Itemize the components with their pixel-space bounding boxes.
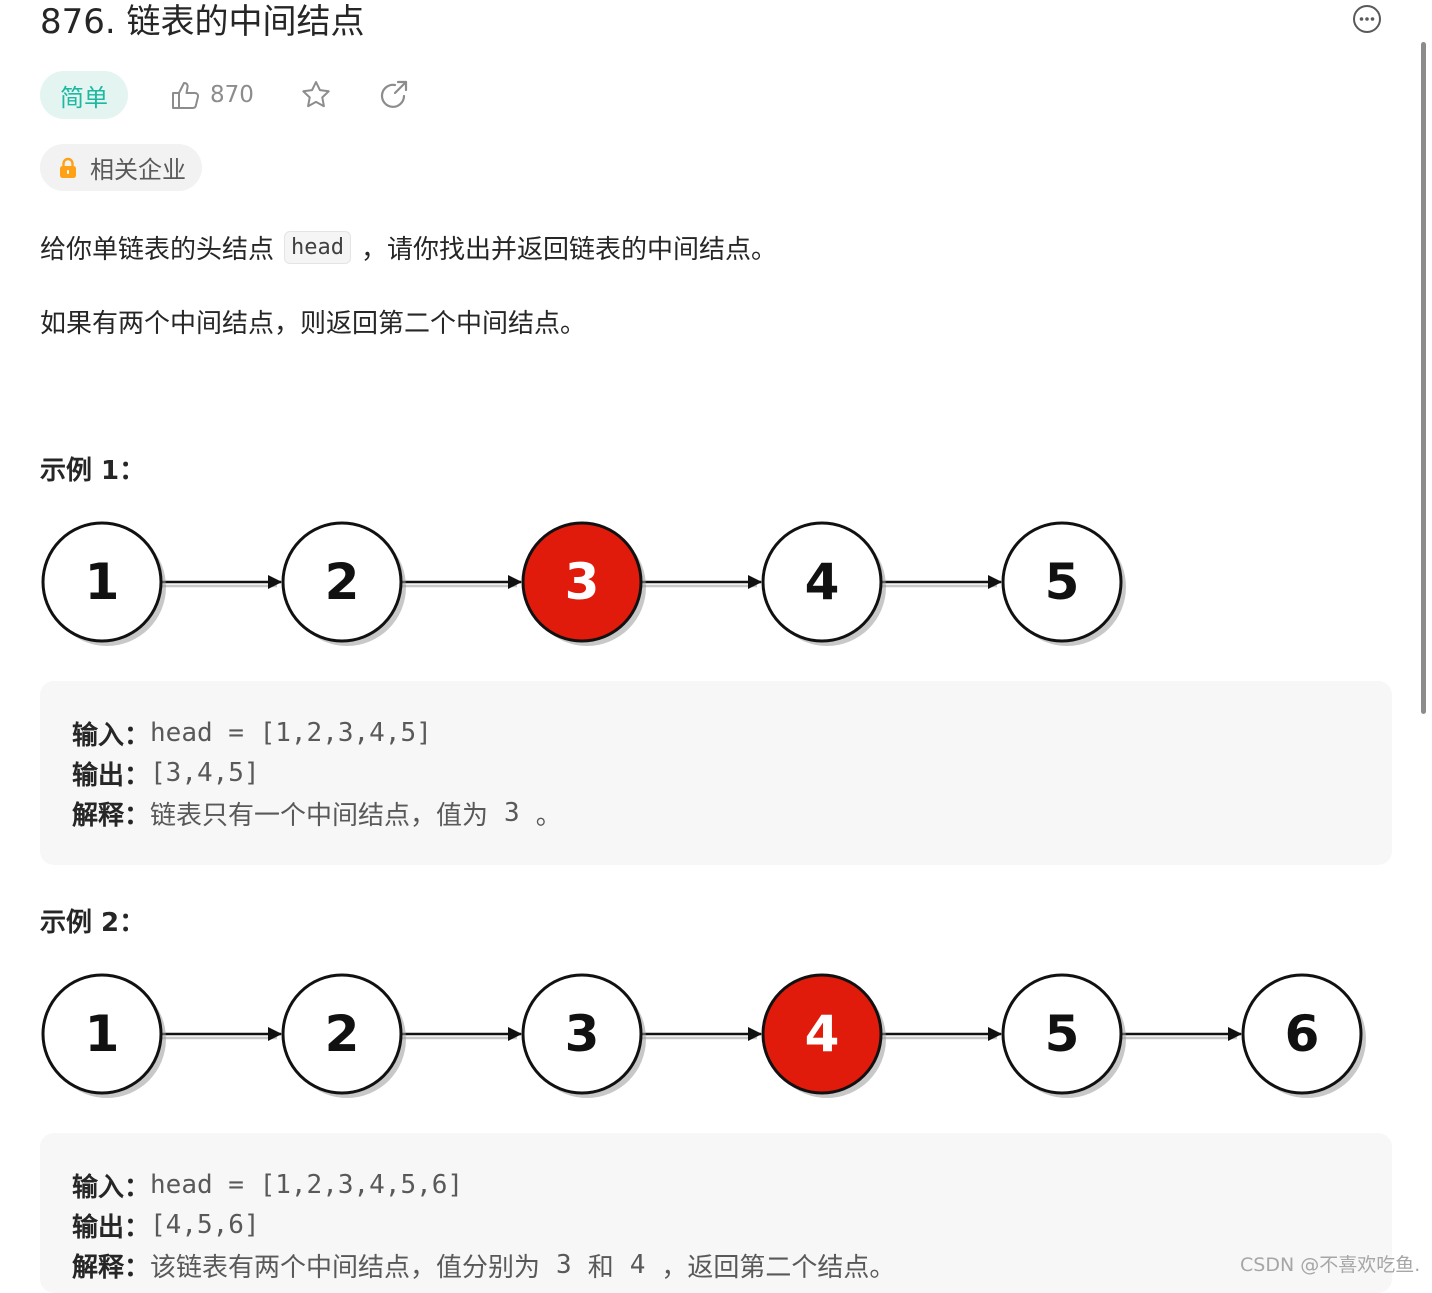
list-node-value: 5 [1045, 553, 1080, 611]
example-1-linked-list-diagram: 1 2 3 4 5 [41, 521, 1126, 646]
example-2-box: 输入： head = [1,2,3,4,5,6] 输出： [4,5,6] 解释：… [40, 1133, 1392, 1293]
output-value: [3,4,5] [150, 758, 260, 788]
list-node-value: 2 [325, 1005, 360, 1063]
lock-icon [60, 157, 76, 178]
output-value: [4,5,6] [150, 1210, 260, 1240]
list-node-value: 5 [1045, 1005, 1080, 1063]
explain-code: 4 [629, 1250, 646, 1280]
more-icon [1353, 5, 1381, 33]
input-value: head = [1,2,3,4,5,6] [150, 1170, 464, 1200]
list-node-highlighted: 4 [761, 973, 886, 1098]
vertical-scrollbar[interactable] [1421, 42, 1426, 714]
example-1-title: 示例 1： [40, 456, 146, 486]
difficulty-badge: 简单 [40, 71, 128, 119]
example-1-explain-line: 解释： 链表只有一个中间结点，值为 3 。 [72, 793, 1392, 833]
example-1-output-line: 输出： [3,4,5] [72, 753, 1392, 793]
description-paragraph-1: 给你单链表的头结点 head ，请你找出并返回链表的中间结点。 [40, 224, 777, 270]
list-node-value: 3 [565, 553, 600, 611]
more-options-button[interactable] [1352, 4, 1382, 34]
inline-code-head: head [284, 230, 351, 264]
page-title: 876. 链表的中间结点 [40, 2, 365, 42]
explain-text: 链表只有一个中间结点，值为 [150, 800, 489, 831]
problem-meta-row: 简单 870 [40, 71, 410, 119]
list-node-value: 4 [805, 553, 840, 611]
list-node: 1 [41, 973, 166, 1098]
related-companies-label: 相关企业 [90, 156, 186, 184]
list-node: 2 [281, 521, 406, 646]
share-button[interactable] [378, 79, 410, 111]
explain-text: 该链表有两个中间结点，值分别为 [150, 1252, 541, 1283]
list-node: 6 [1241, 973, 1366, 1098]
example-2-title: 示例 2： [40, 908, 146, 938]
share-icon [380, 80, 408, 108]
input-label: 输入： [72, 720, 151, 751]
explain-text: 。 [535, 800, 562, 831]
explain-text: ，返回第二个结点。 [661, 1252, 896, 1283]
input-label: 输入： [72, 1172, 151, 1203]
output-label: 输出： [72, 760, 151, 791]
list-node: 1 [41, 521, 166, 646]
favorite-button[interactable] [300, 79, 332, 111]
description-paragraph-2: 如果有两个中间结点，则返回第二个中间结点。 [40, 308, 587, 339]
example-2-output-line: 输出： [4,5,6] [72, 1205, 1392, 1245]
thumbs-up-icon [172, 82, 200, 109]
list-node-value: 1 [85, 553, 120, 611]
list-node: 5 [1001, 521, 1126, 646]
watermark: CSDN @不喜欢吃鱼. [1240, 1254, 1421, 1276]
explain-text: 和 [587, 1252, 614, 1283]
list-node: 4 [761, 521, 886, 646]
list-node: 5 [1001, 973, 1126, 1098]
like-button[interactable]: 870 [170, 79, 254, 111]
explain-code: 3 [504, 798, 520, 828]
example-1-input-line: 输入： head = [1,2,3,4,5] [72, 713, 1392, 753]
explain-code: 3 [556, 1250, 572, 1280]
example-2-linked-list-diagram: 1 2 3 4 5 6 [41, 973, 1366, 1098]
description-text: ，请你找出并返回链表的中间结点。 [361, 234, 778, 265]
list-node: 2 [281, 973, 406, 1098]
list-node-value: 2 [325, 553, 360, 611]
explain-label: 解释： [72, 1252, 151, 1283]
explain-label: 解释： [72, 800, 151, 831]
input-value: head = [1,2,3,4,5] [150, 718, 432, 748]
example-1-box: 输入： head = [1,2,3,4,5] 输出： [3,4,5] 解释： 链… [40, 681, 1392, 865]
list-node-value: 3 [565, 1005, 600, 1063]
like-count: 870 [210, 82, 254, 108]
star-icon [302, 81, 330, 108]
example-2-input-line: 输入： head = [1,2,3,4,5,6] [72, 1165, 1392, 1205]
list-node-value: 4 [805, 1005, 840, 1063]
list-node: 3 [521, 973, 646, 1098]
list-node-highlighted: 3 [521, 521, 646, 646]
list-node-value: 6 [1285, 1005, 1320, 1063]
related-companies-button[interactable]: 相关企业 [40, 144, 202, 191]
output-label: 输出： [72, 1212, 151, 1243]
example-2-explain-line: 解释： 该链表有两个中间结点，值分别为 3 和 4 ，返回第二个结点。 [72, 1245, 1392, 1285]
list-node-value: 1 [85, 1005, 120, 1063]
description-text: 给你单链表的头结点 [40, 234, 275, 265]
